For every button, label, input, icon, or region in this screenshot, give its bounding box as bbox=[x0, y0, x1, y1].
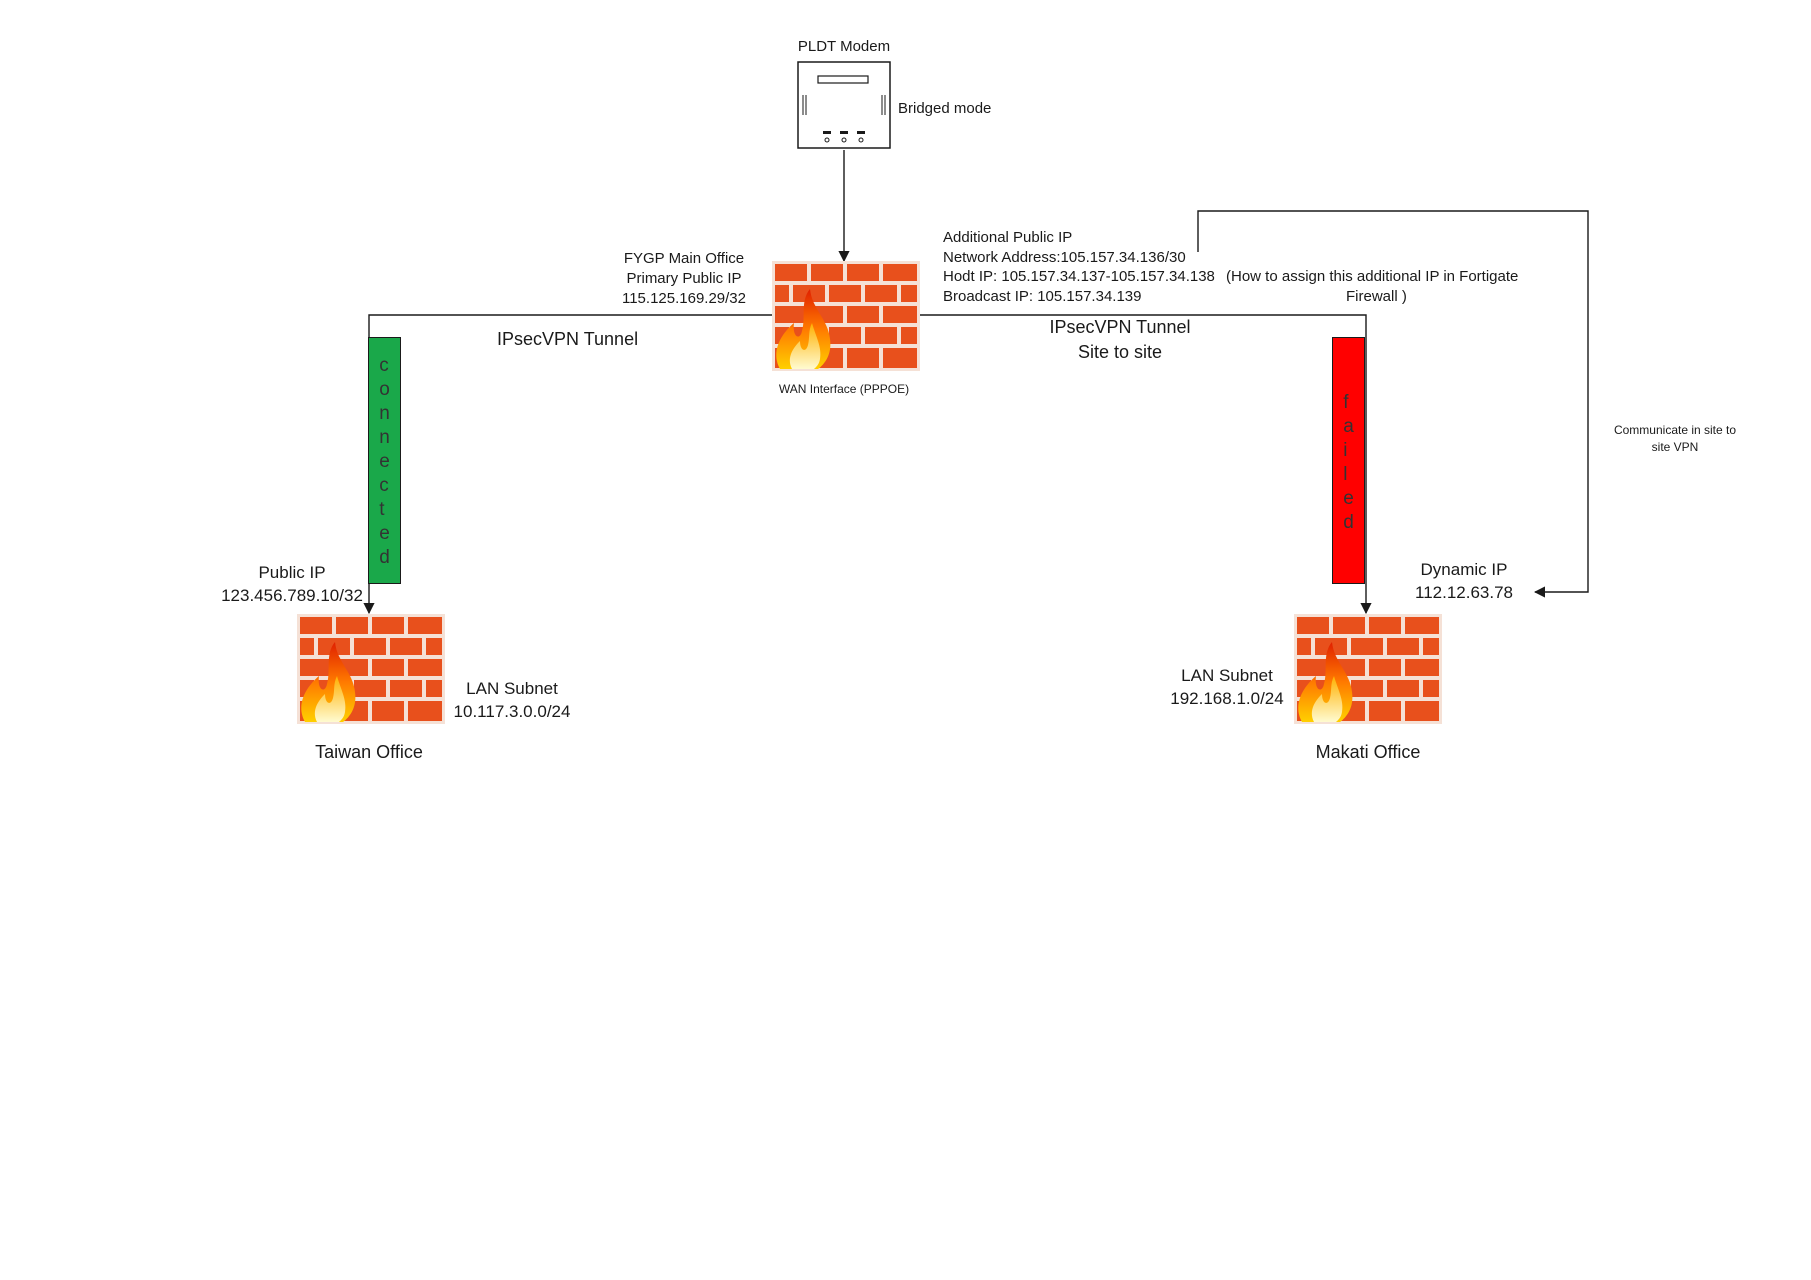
wan-interface-label: WAN Interface (PPPOE) bbox=[778, 382, 910, 396]
status-failed-letter: a bbox=[1343, 416, 1354, 437]
communicate-loop-link bbox=[1197, 210, 1589, 598]
additional-ip-host: Hodt IP: 105.157.34.137-105.157.34.138 bbox=[943, 268, 1215, 285]
status-connected-letter: n bbox=[379, 403, 390, 424]
makati-office-name: Makati Office bbox=[1315, 742, 1421, 762]
additional-ip-note-1: (How to assign this additional IP in For… bbox=[1226, 268, 1519, 285]
taiwan-ip-label: Public IP bbox=[258, 563, 326, 582]
status-connected-letter: o bbox=[379, 379, 390, 400]
main-firewall-icon bbox=[772, 261, 920, 371]
status-connected-letter: n bbox=[379, 427, 390, 448]
status-connected-letter: d bbox=[379, 547, 390, 568]
main-office-ip: 115.125.169.29/32 bbox=[621, 290, 746, 307]
additional-ip-broadcast: Broadcast IP: 105.157.34.139 bbox=[943, 288, 1142, 305]
status-connected-letter: c bbox=[379, 355, 389, 376]
status-failed-letter: d bbox=[1343, 512, 1354, 533]
taiwan-lan-label: LAN Subnet bbox=[466, 679, 558, 698]
additional-ip-note-2: Firewall ) bbox=[1346, 288, 1407, 305]
status-connected-letter: e bbox=[379, 523, 390, 544]
tunnel-left-label: IPsecVPN Tunnel bbox=[497, 329, 639, 349]
status-connected-letter: c bbox=[379, 475, 389, 496]
modem-icon bbox=[797, 61, 891, 149]
modem-mode: Bridged mode bbox=[898, 100, 992, 117]
status-failed-letter: l bbox=[1343, 464, 1348, 485]
communicate-label-1: Communicate in site to bbox=[1613, 423, 1737, 437]
taiwan-lan: 10.117.3.0.0/24 bbox=[453, 702, 571, 721]
status-failed-letter: i bbox=[1343, 440, 1348, 461]
makati-lan: 192.168.1.0/24 bbox=[1170, 689, 1284, 708]
status-failed-letter: f bbox=[1343, 392, 1349, 413]
modem-title: PLDT Modem bbox=[797, 38, 891, 55]
makati-firewall-icon bbox=[1294, 614, 1442, 724]
main-to-makati-link bbox=[920, 314, 1372, 615]
status-connected-letter: e bbox=[379, 451, 390, 472]
additional-ip-network: Network Address:105.157.34.136/30 bbox=[943, 249, 1186, 266]
tunnel-right-label-1: IPsecVPN Tunnel bbox=[1049, 317, 1191, 337]
makati-ip: 112.12.63.78 bbox=[1415, 583, 1513, 602]
status-failed-letter: e bbox=[1343, 488, 1354, 509]
taiwan-ip: 123.456.789.10/32 bbox=[221, 586, 363, 605]
makati-ip-label: Dynamic IP bbox=[1420, 560, 1508, 579]
additional-ip-title: Additional Public IP bbox=[943, 229, 1073, 246]
taiwan-office-name: Taiwan Office bbox=[315, 742, 423, 762]
status-connected-letter: t bbox=[379, 499, 385, 520]
taiwan-firewall-icon bbox=[297, 614, 445, 724]
communicate-label-2: site VPN bbox=[1651, 440, 1699, 454]
main-office-name: FYGP Main Office bbox=[623, 250, 745, 267]
tunnel-right-label-2: Site to site bbox=[1077, 342, 1163, 362]
makati-lan-label: LAN Subnet bbox=[1181, 666, 1273, 685]
main-office-ip-label: Primary Public IP bbox=[626, 270, 742, 287]
main-to-taiwan-link bbox=[363, 314, 772, 615]
